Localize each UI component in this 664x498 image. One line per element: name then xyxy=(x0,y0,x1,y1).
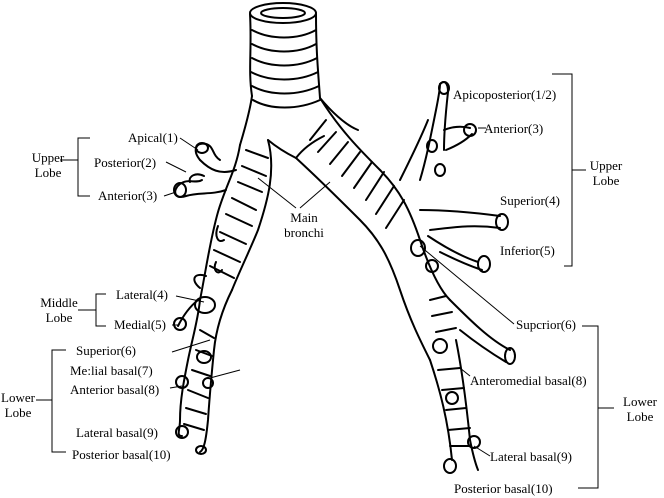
label-apicoposterior: Apicoposterior(1/2) xyxy=(453,87,557,102)
label-superior-right: Superior(4) xyxy=(500,193,560,208)
left-upper-lobe-line1: Upper xyxy=(31,150,65,165)
left-lower-lobe-line2: Lobe xyxy=(4,405,32,420)
label-lateral-basal-left: Lateral basal(9) xyxy=(76,425,158,440)
main-bronchi-line1: Main xyxy=(290,210,318,225)
left-upper-lobe-line2: Lobe xyxy=(34,165,62,180)
right-main-bronchus xyxy=(295,81,516,474)
label-inferior-right: Inferior(5) xyxy=(500,243,555,258)
right-upper-lobe-label: Upper Lobe xyxy=(584,158,628,188)
label-anterior-left: Anterior(3) xyxy=(98,188,158,203)
label-medial: Medial(5) xyxy=(114,317,166,332)
label-anteromedial-basal: Anteromedial basal(8) xyxy=(470,373,587,388)
trachea xyxy=(249,2,321,109)
left-upper-lobe-label: Upper Lobe xyxy=(28,150,68,180)
label-posterior: Posterior(2) xyxy=(94,155,157,170)
right-upper-lobe-line1: Upper xyxy=(589,158,623,173)
label-lateral: Lateral(4) xyxy=(116,287,168,302)
main-bronchi-line2: bronchi xyxy=(284,225,324,240)
right-lower-lobe-line1: Lower xyxy=(623,394,657,409)
left-main-bronchus xyxy=(173,139,273,455)
left-lower-lobe-label: Lower Lobe xyxy=(0,390,38,420)
left-lower-lobe-line1: Lower xyxy=(1,390,35,405)
left-middle-lobe-line1: Middle xyxy=(40,295,78,310)
label-apical: Apical(1) xyxy=(128,130,178,145)
label-posterior-basal-left: Posterior basal(10) xyxy=(72,447,171,462)
right-lower-lobe-line2: Lobe xyxy=(626,409,654,424)
label-superior-6-right: Supcrior(6) xyxy=(516,317,576,332)
right-lower-lobe-label: Lower Lobe xyxy=(618,394,662,424)
left-middle-lobe-label: Middle Lobe xyxy=(36,295,82,325)
label-posterior-basal-right: Posterior basal(10) xyxy=(454,481,553,496)
label-anterior-right: Anterior(3) xyxy=(484,121,544,136)
label-lateral-basal-right: Lateral basal(9) xyxy=(490,449,572,464)
label-medial-basal: Me:lial basal(7) xyxy=(70,363,153,378)
label-superior-left: Superior(6) xyxy=(76,343,136,358)
main-bronchi-label: Main bronchi xyxy=(282,210,326,240)
label-anterior-basal: Anterior basal(8) xyxy=(70,382,160,397)
right-upper-lobe-line2: Lobe xyxy=(592,173,620,188)
left-middle-lobe-line2: Lobe xyxy=(45,310,73,325)
